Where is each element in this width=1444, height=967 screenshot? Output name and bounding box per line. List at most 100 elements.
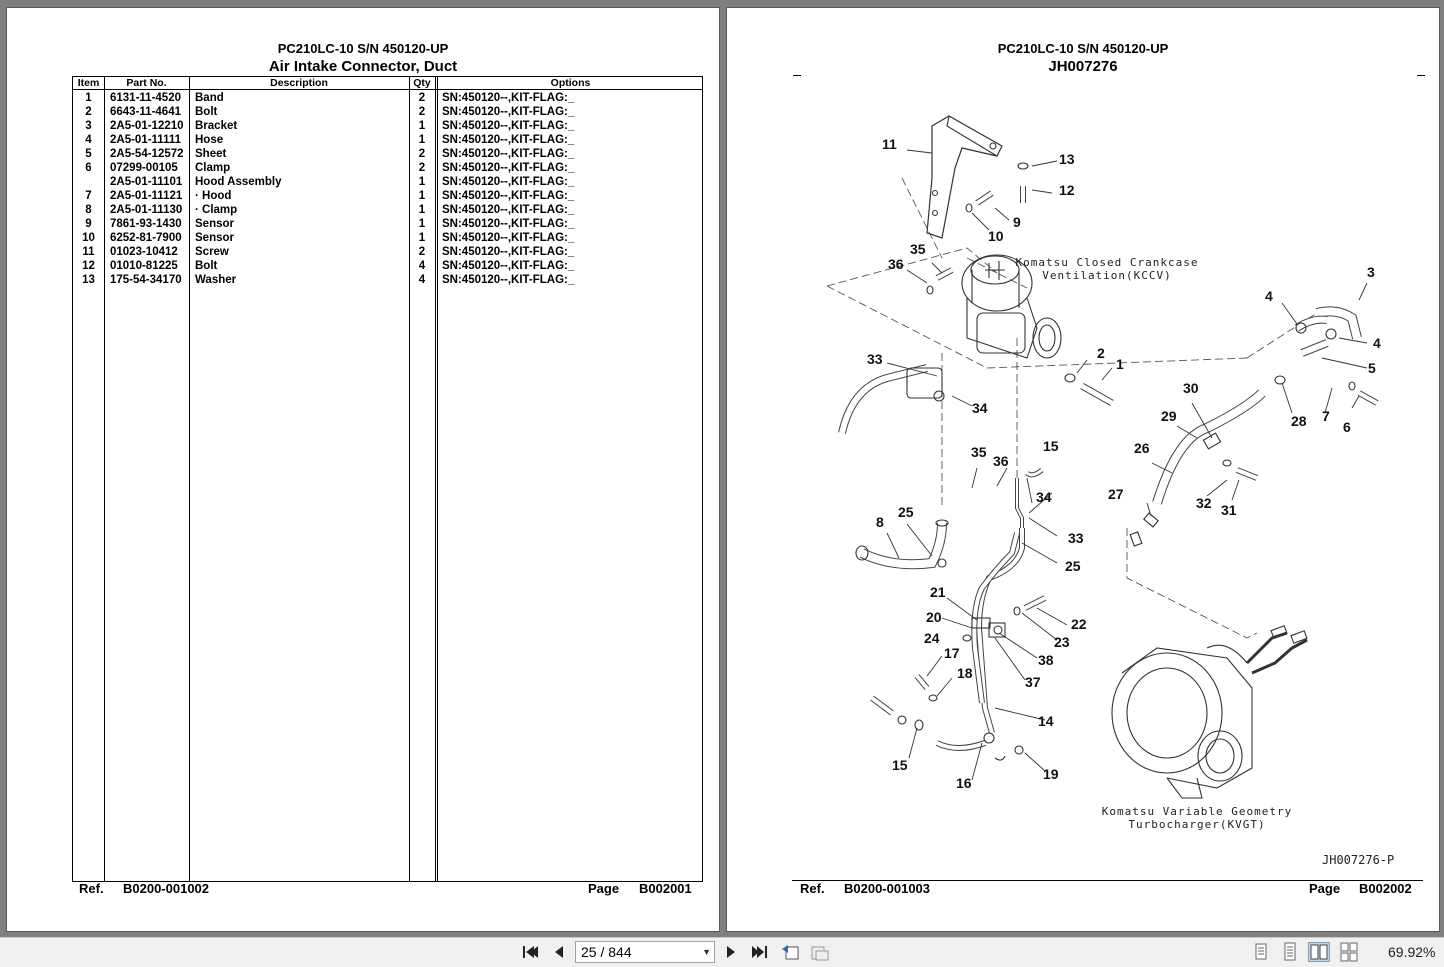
cell-description: Screw bbox=[195, 246, 229, 258]
cell-item: 4 bbox=[85, 134, 92, 146]
kccv-label-line1: Komatsu Closed Crankcase bbox=[1015, 256, 1199, 269]
callout-31: 31 bbox=[1221, 502, 1237, 518]
page-title: PC210LC-10 S/N 450120-UP bbox=[277, 41, 449, 56]
callout-28: 28 bbox=[1291, 413, 1307, 429]
cell-description: Hood Assembly bbox=[195, 176, 282, 188]
callout-23: 23 bbox=[1054, 634, 1070, 650]
cell-item: 11 bbox=[82, 246, 95, 258]
page-dropdown-icon[interactable]: ▼ bbox=[702, 947, 711, 957]
two-page-view-button[interactable] bbox=[1308, 942, 1330, 962]
cell-item: 6 bbox=[85, 162, 92, 174]
cell-qty: 4 bbox=[418, 260, 426, 272]
callout-33: 33 bbox=[867, 351, 883, 367]
cell-part-no: 7861-93-1430 bbox=[110, 218, 182, 230]
callout-22: 22 bbox=[1071, 616, 1087, 632]
single-page-view-button[interactable] bbox=[1250, 942, 1272, 962]
cell-options: SN:450120--,KIT-FLAG:_ bbox=[442, 260, 575, 272]
cell-qty: 1 bbox=[418, 232, 426, 244]
callout-24: 24 bbox=[924, 630, 940, 646]
cell-part-no: 01010-81225 bbox=[110, 260, 178, 272]
last-page-button[interactable] bbox=[750, 942, 770, 962]
ref-value: B0200-001003 bbox=[844, 881, 931, 896]
cell-options: SN:450120--,KIT-FLAG:_ bbox=[442, 190, 575, 202]
cell-qty: 2 bbox=[418, 148, 426, 160]
cell-part-no: 6131-11-4520 bbox=[110, 92, 181, 104]
ref-label: Ref. bbox=[79, 881, 104, 896]
forward-view-icon bbox=[811, 946, 829, 961]
page-label: Page bbox=[588, 881, 620, 896]
navigation-toolbar: 25 / 844 ▼ 69.92% bbox=[0, 937, 1444, 967]
callout-14: 14 bbox=[1038, 713, 1054, 729]
cell-description: Sheet bbox=[195, 148, 227, 160]
cell-options: SN:450120--,KIT-FLAG:_ bbox=[442, 246, 575, 258]
go-back-view-button[interactable] bbox=[780, 942, 800, 962]
callout-15b: 15 bbox=[892, 757, 908, 773]
cell-item: 12 bbox=[82, 260, 95, 272]
callout-15a: 15 bbox=[1043, 438, 1059, 454]
previous-page-button[interactable] bbox=[548, 942, 568, 962]
cell-description: · Clamp bbox=[195, 204, 238, 216]
callout-12: 12 bbox=[1059, 182, 1075, 198]
callout-13: 13 bbox=[1059, 151, 1075, 167]
two-page-continuous-view-button[interactable] bbox=[1338, 942, 1360, 962]
diagram-page: PC210LC-10 S/N 450120-UP JH007276 bbox=[726, 7, 1440, 932]
cell-item: 13 bbox=[82, 274, 95, 286]
callout-32: 32 bbox=[1196, 495, 1212, 511]
next-page-button[interactable] bbox=[722, 942, 742, 962]
callout-2: 2 bbox=[1097, 345, 1105, 361]
callout-5: 5 bbox=[1368, 360, 1376, 376]
callout-36b: 36 bbox=[993, 453, 1009, 469]
column-header-qty: Qty bbox=[413, 77, 431, 89]
continuous-page-icon bbox=[1284, 942, 1296, 961]
page-number: B002001 bbox=[639, 881, 692, 896]
cell-description: Sensor bbox=[195, 218, 234, 230]
two-page-continuous-icon bbox=[1340, 942, 1358, 962]
cell-item: 9 bbox=[85, 218, 92, 230]
callout-30: 30 bbox=[1183, 380, 1199, 396]
cell-qty: 2 bbox=[418, 106, 426, 118]
cell-qty: 1 bbox=[418, 218, 426, 230]
page-number-field[interactable]: 25 / 844 ▼ bbox=[575, 941, 715, 963]
callout-25a: 25 bbox=[1065, 558, 1081, 574]
zoom-level[interactable]: 69.92% bbox=[1388, 944, 1436, 960]
cell-qty: 1 bbox=[418, 190, 426, 202]
kvgt-label-line2: Turbocharger(KVGT) bbox=[1128, 818, 1266, 831]
callout-9: 9 bbox=[1013, 214, 1021, 230]
callout-35b: 35 bbox=[971, 444, 987, 460]
cell-description: · Hood bbox=[195, 190, 232, 202]
cell-part-no: 175-54-34170 bbox=[110, 274, 182, 286]
previous-page-icon bbox=[555, 946, 563, 958]
cell-qty: 1 bbox=[418, 176, 426, 188]
cell-qty: 2 bbox=[418, 246, 426, 258]
column-header-item: Item bbox=[77, 77, 100, 89]
cell-qty: 4 bbox=[418, 274, 426, 286]
callout-38: 38 bbox=[1038, 652, 1054, 668]
cell-options: SN:450120--,KIT-FLAG:_ bbox=[442, 176, 575, 188]
callout-34: 34 bbox=[972, 400, 988, 416]
kccv-label-line2: Ventilation(KCCV) bbox=[1042, 269, 1172, 282]
cell-options: SN:450120--,KIT-FLAG:_ bbox=[442, 218, 575, 230]
go-forward-view-button[interactable] bbox=[810, 942, 830, 962]
cell-description: Bracket bbox=[195, 120, 238, 132]
continuous-view-button[interactable] bbox=[1279, 942, 1301, 962]
figure-reference: JH007276-P bbox=[1322, 853, 1395, 867]
single-page-icon bbox=[1255, 943, 1267, 960]
cell-item: 5 bbox=[85, 148, 92, 160]
cell-description: Clamp bbox=[195, 162, 231, 174]
callout-21: 21 bbox=[930, 584, 946, 600]
column-header-options: Options bbox=[550, 77, 591, 89]
ref-label: Ref. bbox=[800, 881, 825, 896]
callout-36: 36 bbox=[888, 256, 904, 272]
callout-1: 1 bbox=[1116, 356, 1124, 372]
cell-part-no: 2A5-01-11130 bbox=[110, 204, 183, 216]
first-page-button[interactable] bbox=[520, 942, 540, 962]
